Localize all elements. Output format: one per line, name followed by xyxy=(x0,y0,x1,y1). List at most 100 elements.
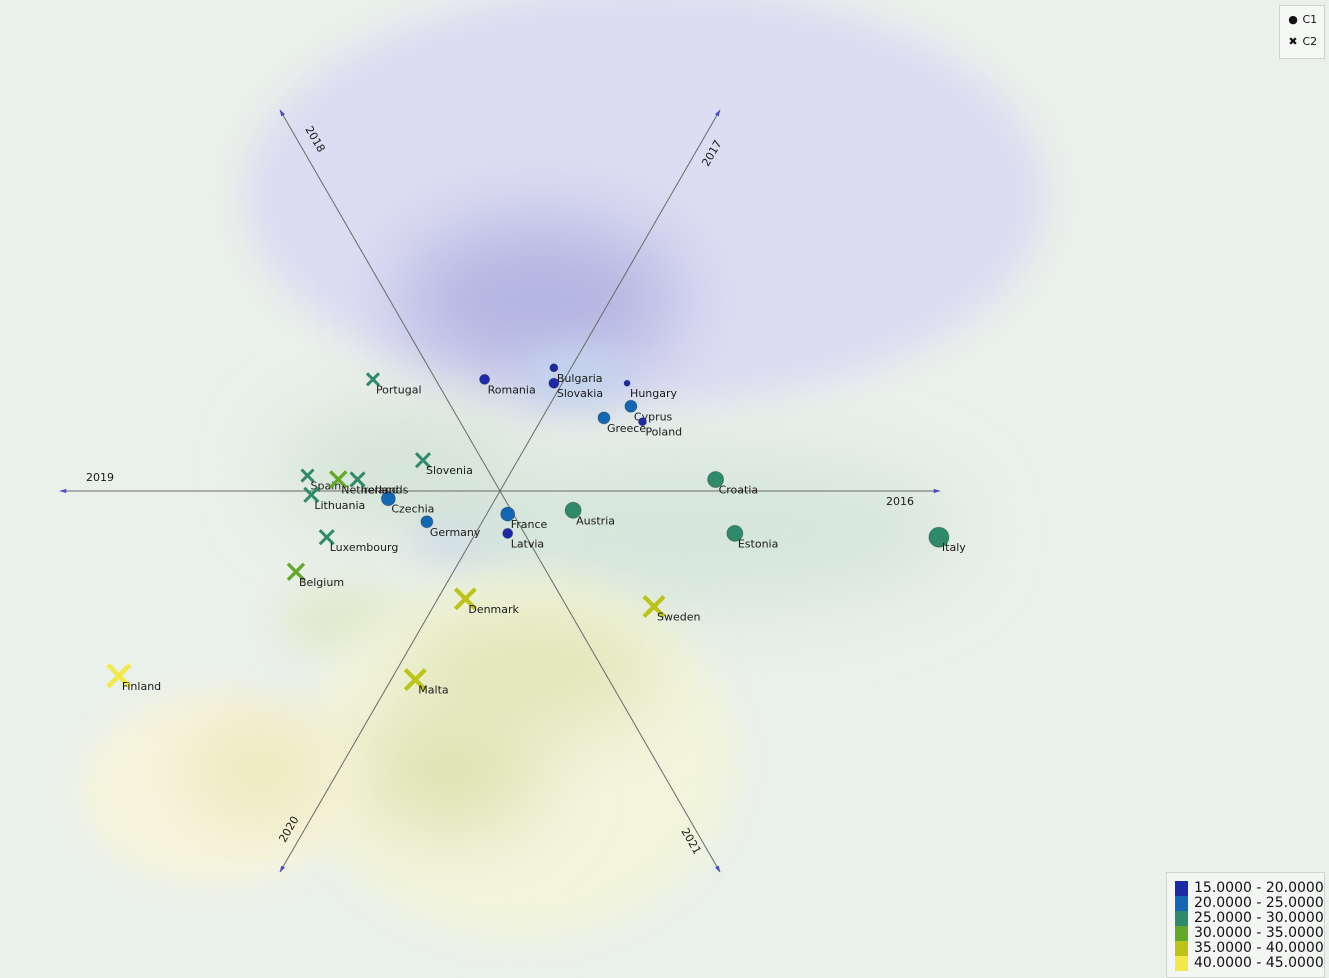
circle-icon: ● xyxy=(1288,13,1298,26)
point-label-czechia: Czechia xyxy=(391,503,434,516)
axis-line-2020 xyxy=(279,490,501,873)
point-marker-lithuania[interactable] xyxy=(303,486,320,503)
point-czechia[interactable]: Czechia xyxy=(380,491,434,516)
point-malta[interactable]: Malta xyxy=(403,668,449,697)
point-marker-germany[interactable] xyxy=(420,515,434,529)
point-finland[interactable]: Finland xyxy=(106,663,161,693)
color-range-label: 25.0000 - 30.0000 xyxy=(1194,910,1324,926)
color-swatch xyxy=(1175,911,1188,926)
point-marker-denmark[interactable] xyxy=(453,587,477,611)
point-marker-cyprus[interactable] xyxy=(624,399,638,413)
legend-entry-c1: ● C1 xyxy=(1287,12,1317,28)
color-range-label: 30.0000 - 35.0000 xyxy=(1194,925,1324,941)
point-label-austria: Austria xyxy=(576,514,615,527)
color-range-label: 40.0000 - 45.0000 xyxy=(1194,955,1324,971)
point-portugal[interactable]: Portugal xyxy=(365,372,422,396)
point-hungary[interactable]: Hungary xyxy=(623,379,678,400)
cross-icon: ✖ xyxy=(1288,35,1298,48)
point-marker-netherlands[interactable] xyxy=(329,470,348,489)
point-luxembourg[interactable]: Luxembourg xyxy=(318,529,399,554)
point-sweden[interactable]: Sweden xyxy=(642,595,700,624)
color-swatch xyxy=(1175,926,1188,941)
point-marker-malta[interactable] xyxy=(403,668,427,692)
point-bulgaria[interactable]: Bulgaria xyxy=(549,363,603,385)
point-marker-croatia[interactable] xyxy=(707,470,725,488)
point-marker-slovakia[interactable] xyxy=(548,377,560,389)
point-greece[interactable]: Greece xyxy=(597,411,646,435)
point-label-ireland: Ireland xyxy=(361,483,399,496)
point-italy[interactable]: Italy xyxy=(928,526,966,554)
point-label-belgium: Belgium xyxy=(299,576,344,589)
point-label-italy: Italy xyxy=(942,541,966,554)
point-croatia[interactable]: Croatia xyxy=(707,470,759,496)
point-marker-latvia[interactable] xyxy=(502,527,514,539)
color-legend-entry: 40.0000 - 45.0000 xyxy=(1175,956,1324,971)
point-label-portugal: Portugal xyxy=(376,383,422,396)
point-label-denmark: Denmark xyxy=(468,603,519,616)
point-marker-greece[interactable] xyxy=(597,411,611,425)
color-range-label: 20.0000 - 25.0000 xyxy=(1194,895,1324,911)
point-marker-portugal[interactable] xyxy=(365,372,381,387)
point-label-slovakia: Slovakia xyxy=(557,387,603,400)
axis-line-2018 xyxy=(279,109,501,492)
point-slovakia[interactable]: Slovakia xyxy=(548,377,603,400)
point-marker-austria[interactable] xyxy=(564,501,582,519)
color-range-label: 15.0000 - 20.0000 xyxy=(1194,880,1324,896)
point-austria[interactable]: Austria xyxy=(564,501,615,527)
color-swatch xyxy=(1175,941,1188,956)
point-marker-slovenia[interactable] xyxy=(414,452,432,469)
point-ireland[interactable]: Ireland xyxy=(349,471,399,496)
point-marker-belgium[interactable] xyxy=(286,562,306,582)
point-marker-hungary[interactable] xyxy=(623,379,631,387)
axis-label-2016: 2016 xyxy=(886,495,914,508)
point-label-malta: Malta xyxy=(418,684,448,697)
point-netherlands[interactable]: Netherlands xyxy=(329,470,409,496)
point-marker-sweden[interactable] xyxy=(642,595,666,618)
point-label-lithuania: Lithuania xyxy=(314,499,365,512)
point-label-slovenia: Slovenia xyxy=(426,464,473,477)
legend-label-c2: C2 xyxy=(1302,35,1318,48)
point-poland[interactable]: Poland xyxy=(637,417,682,439)
point-marker-poland[interactable] xyxy=(637,417,647,427)
point-marker-spain[interactable] xyxy=(300,468,315,483)
axis-line-2021 xyxy=(499,490,721,873)
point-marker-czechia[interactable] xyxy=(380,491,396,507)
point-label-estonia: Estonia xyxy=(738,537,779,550)
point-marker-romania[interactable] xyxy=(479,373,491,385)
point-label-bulgaria: Bulgaria xyxy=(557,372,603,385)
point-germany[interactable]: Germany xyxy=(420,515,481,539)
point-marker-bulgaria[interactable] xyxy=(549,363,559,373)
point-label-netherlands: Netherlands xyxy=(341,483,408,496)
point-label-greece: Greece xyxy=(607,422,646,435)
point-marker-luxembourg[interactable] xyxy=(318,529,335,546)
point-label-croatia: Croatia xyxy=(719,483,759,496)
color-swatch xyxy=(1175,896,1188,911)
point-label-luxembourg: Luxembourg xyxy=(330,541,399,554)
point-romania[interactable]: Romania xyxy=(479,373,536,396)
point-slovenia[interactable]: Slovenia xyxy=(414,452,473,477)
axis-line-2017 xyxy=(499,109,721,492)
point-marker-ireland[interactable] xyxy=(349,471,366,488)
legend-entry-c2: ✖ C2 xyxy=(1287,34,1317,50)
point-marker-estonia[interactable] xyxy=(726,524,744,542)
point-label-sweden: Sweden xyxy=(657,611,700,624)
point-france[interactable]: France xyxy=(500,506,548,531)
point-latvia[interactable]: Latvia xyxy=(502,527,545,550)
axis-label-2019: 2019 xyxy=(86,471,114,484)
point-belgium[interactable]: Belgium xyxy=(286,562,344,589)
color-legend-entry: 15.0000 - 20.0000 xyxy=(1175,881,1324,896)
point-estonia[interactable]: Estonia xyxy=(726,524,779,550)
point-marker-finland[interactable] xyxy=(106,663,132,689)
color-legend-entry: 25.0000 - 30.0000 xyxy=(1175,911,1324,926)
point-marker-france[interactable] xyxy=(500,506,516,522)
color-swatch xyxy=(1175,881,1188,896)
point-marker-italy[interactable] xyxy=(928,526,950,548)
point-label-france: France xyxy=(511,518,548,531)
point-denmark[interactable]: Denmark xyxy=(453,587,520,616)
legend-label-c1: C1 xyxy=(1302,13,1318,26)
point-lithuania[interactable]: Lithuania xyxy=(303,486,365,512)
